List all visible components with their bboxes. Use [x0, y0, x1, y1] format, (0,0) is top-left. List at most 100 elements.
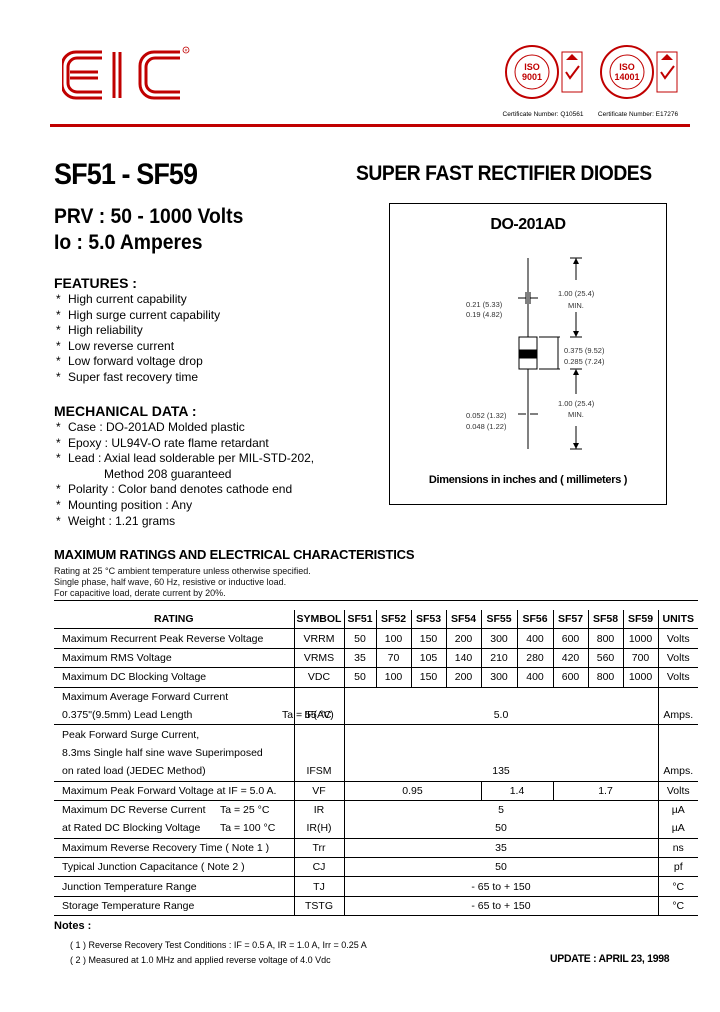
cell [293, 686, 344, 706]
cell: 700 [622, 647, 658, 668]
unit: µA [657, 799, 698, 820]
list-item: Super fast recovery time [54, 370, 220, 386]
condition: Ta = 100 °C [220, 822, 276, 835]
rating-label: at Rated DC Blocking Voltage Ta = 100 °C [54, 819, 294, 838]
company-logo: R [60, 44, 192, 106]
unit: °C [657, 895, 698, 917]
svg-text:ISO: ISO [619, 62, 635, 72]
cell: 70 [375, 647, 411, 668]
table-header-row: RATING SYMBOL SF51 SF52 SF53 SF54 SF55 S… [54, 610, 698, 630]
symbol: VRMS [293, 647, 344, 668]
cell: 5.0 [343, 705, 658, 725]
ratings-heading: MAXIMUM RATINGS AND ELECTRICAL CHARACTER… [54, 547, 415, 562]
unit: Volts [657, 628, 698, 649]
rating-label-line: at Rated DC Blocking Voltage [62, 822, 201, 835]
symbol: VRRM [293, 628, 344, 649]
cell: 800 [587, 667, 623, 688]
cell: 150 [410, 628, 446, 649]
dim-text: 0.048 (1.22) [466, 422, 507, 431]
list-item: High current capability [54, 292, 220, 308]
table-row: 0.375"(9.5mm) Lead Length Ta = 55 °C IF(A… [54, 705, 698, 725]
table-row: Peak Forward Surge Current, [54, 724, 698, 744]
note-item: ( 2 ) Measured at 1.0 MHz and applied re… [70, 955, 331, 965]
condition: Ta = 25 °C [220, 804, 270, 817]
list-item: Case : DO-201AD Molded plastic [54, 420, 314, 436]
unit: ns [657, 837, 698, 858]
cell: 135 [343, 762, 658, 782]
ratings-note: For capacitive load, derate current by 2… [54, 588, 226, 598]
rating-label: Junction Temperature Range [54, 876, 294, 897]
unit: Volts [657, 780, 698, 801]
prv-rating: PRV : 50 - 1000 Volts [54, 205, 244, 228]
cell: 600 [552, 628, 588, 649]
cell [657, 686, 698, 706]
mechanical-list: Case : DO-201AD Molded plastic Epoxy : U… [54, 420, 314, 529]
cell: 300 [480, 667, 517, 688]
dim-text: 1.00 (25.4) [558, 399, 595, 408]
list-item: Weight : 1.21 grams [54, 514, 314, 530]
package-name: DO-201AD [490, 216, 566, 233]
dim-text: 0.285 (7.24) [564, 357, 605, 366]
cell: 420 [552, 647, 588, 668]
col-header: UNITS [657, 610, 698, 630]
dim-text: 0.052 (1.32) [466, 411, 507, 420]
unit: Amps. [657, 705, 698, 725]
cert-number: Certificate Number: Q10561 [502, 111, 584, 118]
part-range-title: SF51 - SF59 [54, 158, 198, 191]
symbol: TSTG [293, 895, 344, 917]
cell: 50 [343, 819, 658, 839]
cell: 200 [445, 628, 481, 649]
package-caption: Dimensions in inches and ( millimeters ) [428, 474, 628, 486]
update-date: UPDATE : APRIL 23, 1998 [550, 953, 670, 965]
cell: 1000 [622, 628, 658, 649]
unit: Amps. [657, 762, 698, 782]
col-header: SF52 [375, 610, 411, 630]
cell [657, 724, 698, 744]
unit: °C [657, 876, 698, 897]
cell: 280 [516, 647, 553, 668]
cell: 0.95 [343, 780, 481, 801]
rating-label: Peak Forward Surge Current, [54, 724, 294, 744]
features-heading: FEATURES : [54, 275, 137, 291]
col-header: SF55 [480, 610, 517, 630]
rating-label: Maximum DC Blocking Voltage [54, 667, 294, 688]
col-header: SF51 [343, 610, 376, 630]
dim-text: 0.375 (9.52) [564, 346, 605, 355]
unit: µA [657, 819, 698, 839]
cell: 200 [445, 667, 481, 688]
cell: 35 [343, 647, 376, 668]
table-row: Maximum RMS Voltage VRMS 35 70 105 140 2… [54, 647, 698, 668]
rating-label: Maximum RMS Voltage [54, 647, 294, 668]
ratings-table: RATING SYMBOL SF51 SF52 SF53 SF54 SF55 S… [54, 610, 698, 917]
list-item-continuation: Method 208 guaranteed [104, 466, 232, 481]
symbol: IF(AV) [293, 705, 344, 725]
ratings-note: Rating at 25 °C ambient temperature unle… [54, 566, 311, 576]
notes-list: ( 1 ) Reverse Recovery Test Conditions :… [70, 938, 367, 968]
col-header: SF59 [622, 610, 658, 630]
cell: 1.7 [552, 780, 658, 801]
svg-text:9001: 9001 [522, 72, 542, 82]
table-row: 8.3ms Single half sine wave Superimposed [54, 743, 698, 763]
rating-label: Maximum Peak Forward Voltage at IF = 5.0… [54, 780, 294, 801]
condition: Ta = 55 °C [282, 709, 332, 722]
cell [343, 686, 658, 706]
col-header: SF53 [410, 610, 446, 630]
rating-label: Maximum Reverse Recovery Time ( Note 1 ) [54, 837, 294, 858]
table-row: Maximum Reverse Recovery Time ( Note 1 )… [54, 837, 698, 858]
header-divider [50, 124, 690, 127]
rating-label: Maximum Average Forward Current [54, 686, 294, 706]
unit: Volts [657, 647, 698, 668]
iso14001-seal-icon: ISO 14001 [600, 45, 678, 99]
rating-label: Typical Junction Capacitance ( Note 2 ) [54, 857, 294, 877]
table-top-rule [54, 600, 698, 601]
cell: 800 [587, 628, 623, 649]
cell: 50 [343, 857, 658, 877]
list-item: Polarity : Color band denotes cathode en… [54, 482, 314, 498]
table-row: Maximum Peak Forward Voltage at IF = 5.0… [54, 780, 698, 801]
cell: 100 [375, 667, 411, 688]
iso14001-certificate: ISO 14001 Certificate Number: E17276 [595, 42, 681, 118]
rating-label-line: 0.375"(9.5mm) Lead Length [62, 709, 193, 722]
symbol: IR [293, 799, 344, 820]
cell: 400 [516, 628, 553, 649]
dim-text: 0.19 (4.82) [466, 310, 503, 319]
